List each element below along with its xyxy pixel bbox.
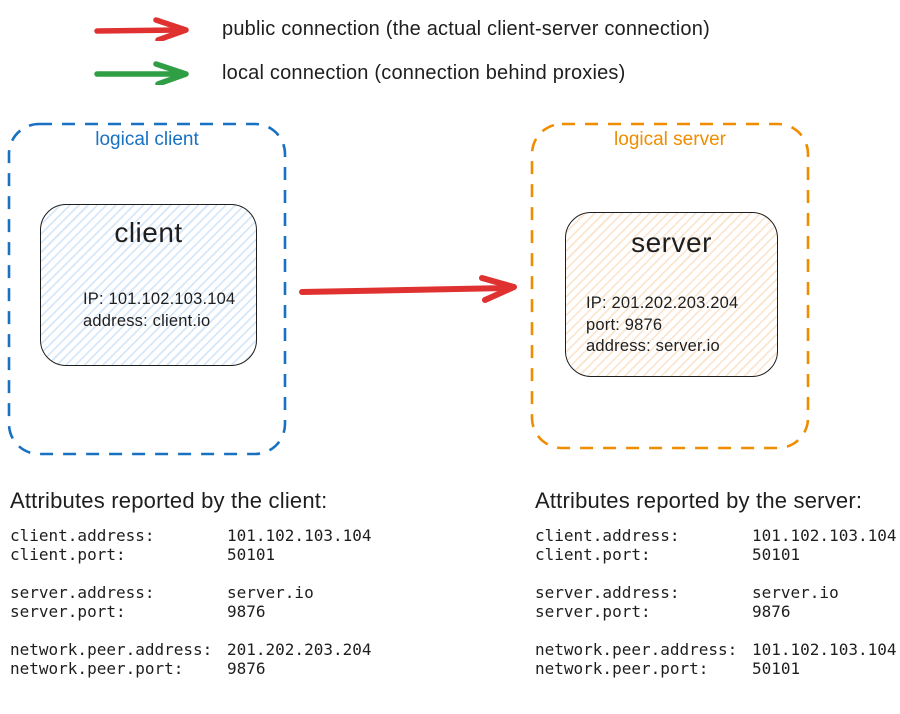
server-node: server IP: 201.202.203.204 port: 9876 ad… <box>565 212 778 377</box>
logical-client-label: logical client <box>95 129 199 150</box>
attr-group-client-info: client.address: 101.102.103.104 client.po… <box>535 526 900 564</box>
attr-value: 50101 <box>752 545 801 564</box>
attr-row: client.address: 101.102.103.104 <box>10 526 440 545</box>
attr-group-client-reported: client.address: 101.102.103.104 client.po… <box>10 526 440 564</box>
client-detail-ip: IP: 101.102.103.104 <box>83 290 236 308</box>
local-connection-arrow-icon <box>94 61 200 85</box>
attr-key: server.port: <box>10 602 126 621</box>
logical-server-label: logical server <box>614 129 726 150</box>
client-node-details: IP: 101.102.103.104 address: client.io <box>83 289 235 332</box>
attr-key: client.port: <box>535 545 651 564</box>
attr-value: server.io <box>227 583 314 602</box>
attr-value: 101.102.103.104 <box>227 526 372 545</box>
attr-row: network.peer.port: 50101 <box>535 659 900 678</box>
server-detail-ip: IP: 201.202.203.204 <box>586 294 739 312</box>
attr-key: client.port: <box>10 545 126 564</box>
client-attributes-heading: Attributes reported by the client: <box>10 488 328 513</box>
attr-value: 50101 <box>752 659 801 678</box>
client-node-title: client <box>114 217 183 248</box>
attr-key: network.peer.port: <box>535 659 709 678</box>
attr-row: server.port: 9876 <box>10 602 440 621</box>
server-node-title: server <box>631 227 712 258</box>
attr-row: server.address: server.io <box>535 583 900 602</box>
attr-group-server-info: server.address: server.io server.port: 987… <box>10 583 440 621</box>
server-node-details: IP: 201.202.203.204 port: 9876 address: … <box>586 293 738 358</box>
server-detail-address: address: server.io <box>586 337 720 355</box>
legend-public-label: public connection (the actual client-ser… <box>222 18 710 40</box>
attr-key: network.peer.address: <box>10 640 213 659</box>
server-attributes-table: Attributes reported by the server: clien… <box>535 488 900 679</box>
attr-value: 101.102.103.104 <box>752 526 897 545</box>
attr-value: 201.202.203.204 <box>227 640 372 659</box>
client-node: client IP: 101.102.103.104 address: clie… <box>40 204 257 366</box>
attr-row: client.port: 50101 <box>10 545 440 564</box>
attr-row: network.peer.port: 9876 <box>10 659 440 678</box>
attr-group-network-peer: network.peer.address: 101.102.103.104 net… <box>535 640 900 678</box>
attr-value: server.io <box>752 583 839 602</box>
attr-key: server.address: <box>10 583 155 602</box>
attr-row: server.address: server.io <box>10 583 440 602</box>
client-server-connection-arrow-icon <box>298 275 522 303</box>
attr-value: 9876 <box>752 602 791 621</box>
attr-value: 9876 <box>227 659 266 678</box>
public-connection-arrow-icon <box>94 17 200 41</box>
attr-row: client.port: 50101 <box>535 545 900 564</box>
attr-key: server.address: <box>535 583 680 602</box>
attr-value: 9876 <box>227 602 266 621</box>
attr-row: client.address: 101.102.103.104 <box>535 526 900 545</box>
attr-key: client.address: <box>10 526 155 545</box>
client-detail-address: address: client.io <box>83 311 211 330</box>
attr-value: 101.102.103.104 <box>752 640 897 659</box>
logical-client-boundary <box>6 121 288 457</box>
server-detail-port: port: 9876 <box>586 315 663 334</box>
attr-key: network.peer.port: <box>10 659 184 678</box>
attr-group-network-peer: network.peer.address: 201.202.203.204 net… <box>10 640 440 678</box>
legend-local-label: local connection (connection behind prox… <box>222 62 626 84</box>
attr-key: network.peer.address: <box>535 640 738 659</box>
attr-key: server.port: <box>535 602 651 621</box>
attr-key: client.address: <box>535 526 680 545</box>
attr-value: 50101 <box>227 545 276 564</box>
client-attributes-table: Attributes reported by the client: clien… <box>10 488 440 679</box>
server-attributes-heading: Attributes reported by the server: <box>535 488 863 513</box>
attr-row: server.port: 9876 <box>535 602 900 621</box>
attr-group-server-info: server.address: server.io server.port: 987… <box>535 583 900 621</box>
attr-row: network.peer.address: 201.202.203.204 <box>10 640 440 659</box>
attr-row: network.peer.address: 101.102.103.104 <box>535 640 900 659</box>
logical-server-boundary <box>529 121 811 451</box>
